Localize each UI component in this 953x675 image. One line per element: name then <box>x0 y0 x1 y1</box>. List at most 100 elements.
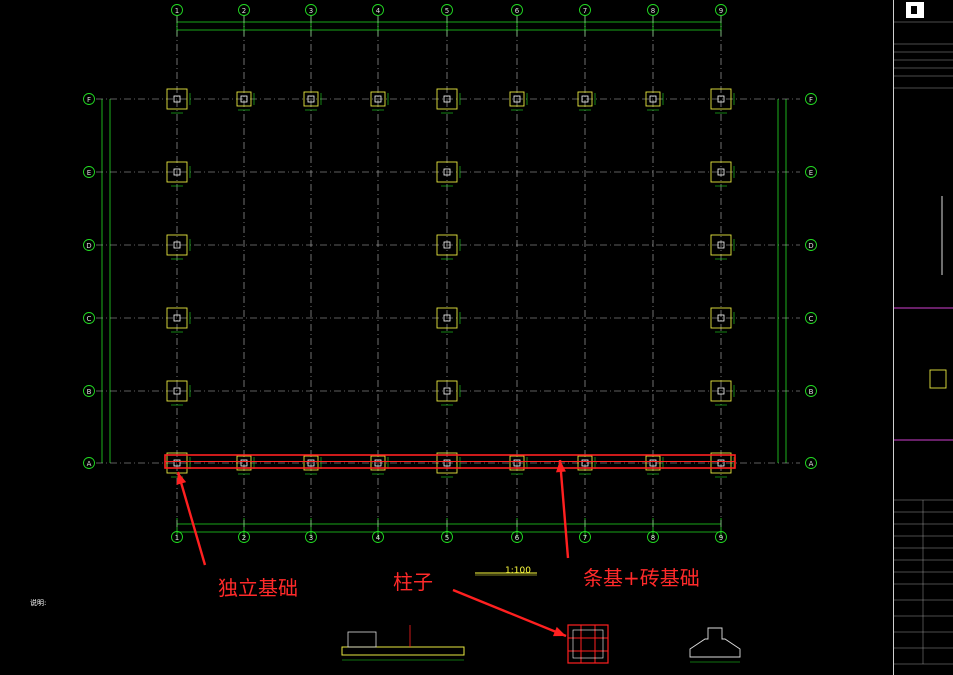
axis-label: 7 <box>583 534 587 542</box>
arrow-shaft <box>452 588 567 638</box>
axis-label: 4 <box>376 7 381 15</box>
column-pier <box>581 459 589 467</box>
column-pier <box>717 168 725 176</box>
axis-bubble-icon <box>83 93 95 105</box>
axis-bubble-icon <box>238 4 250 16</box>
footing-outline <box>166 234 188 256</box>
footing-outline <box>577 91 593 107</box>
axis-label: C <box>809 315 814 323</box>
axis-bubble-icon <box>805 93 817 105</box>
column-pier <box>649 95 657 103</box>
column-pier <box>443 387 451 395</box>
column-pier <box>443 168 451 176</box>
axis-bubble-icon <box>511 531 523 543</box>
axis-bubble-icon <box>305 4 317 16</box>
footing-outline <box>710 161 732 183</box>
arrow-icon <box>176 472 187 485</box>
axis-label: B <box>809 388 814 396</box>
column-pier <box>173 459 181 467</box>
axis-label: 9 <box>719 534 723 542</box>
axis-label: B <box>87 388 92 396</box>
footing-outline <box>236 91 252 107</box>
footing-outline <box>645 91 661 107</box>
column-pier <box>513 95 521 103</box>
column-pier <box>513 459 521 467</box>
column-pier <box>173 95 181 103</box>
footing-outline <box>303 455 319 471</box>
column-pier <box>649 459 657 467</box>
column-pier <box>307 459 315 467</box>
footing-outline <box>436 88 458 110</box>
axis-label: D <box>86 242 91 250</box>
axis-label: 2 <box>242 7 246 15</box>
footing-outline <box>710 380 732 402</box>
notes: 说明: <box>30 598 46 608</box>
title-block-lines <box>893 21 953 665</box>
axis-label: 7 <box>583 7 587 15</box>
footing-outline <box>370 455 386 471</box>
axis-bubble-icon <box>805 457 817 469</box>
axis-bubble-icon <box>805 166 817 178</box>
plan-scale: 1:100 <box>505 566 531 576</box>
axis-bubble-icon <box>83 166 95 178</box>
axis-bubble-icon <box>579 4 591 16</box>
column-pier <box>173 387 181 395</box>
column-pier <box>717 95 725 103</box>
axis-bubble-icon <box>305 531 317 543</box>
axis-label: 9 <box>719 7 723 15</box>
footing-outline <box>710 88 732 110</box>
axis-bubble-icon <box>441 4 453 16</box>
annotation-arrows <box>176 459 570 638</box>
column-pier <box>717 387 725 395</box>
axis-bubble-icon <box>171 4 183 16</box>
column-pier <box>240 95 248 103</box>
footing-outline <box>710 234 732 256</box>
column-pier <box>717 241 725 249</box>
arrow-icon <box>555 460 566 473</box>
column-pier <box>717 459 725 467</box>
axis-label: F <box>87 96 91 104</box>
axis-bubble-icon <box>238 531 250 543</box>
column-stirrup <box>572 629 604 659</box>
axis-label: 4 <box>376 534 381 542</box>
axis-label: 2 <box>242 534 246 542</box>
axis-bubble-icon <box>441 531 453 543</box>
footing-outline <box>645 455 661 471</box>
annotation-isolated-foundation: 独立基础 <box>218 576 298 600</box>
axis-bubble-icon <box>83 312 95 324</box>
arrow-icon <box>553 626 566 637</box>
footing-outline <box>436 452 458 474</box>
axis-bubble-icon <box>83 457 95 469</box>
footing-outline <box>577 455 593 471</box>
axis-bubble-icon <box>647 4 659 16</box>
axis-label: E <box>809 169 813 177</box>
column-pier <box>374 95 382 103</box>
section-details <box>341 572 741 664</box>
arrow-shaft <box>176 471 207 566</box>
axis-bubble-icon <box>511 4 523 16</box>
footing-outline <box>509 91 525 107</box>
column-pier <box>374 459 382 467</box>
column-pier <box>307 95 315 103</box>
footing-outline <box>436 234 458 256</box>
footing-outline <box>236 455 252 471</box>
axis-label: 6 <box>515 534 520 542</box>
footing-outline <box>370 91 386 107</box>
footing-outline <box>166 307 188 329</box>
axis-bubble-icon <box>715 4 727 16</box>
axis-label: A <box>87 460 92 468</box>
company-logo-icon <box>906 2 924 18</box>
detail-thumbnail <box>929 369 947 389</box>
footing-outline <box>166 452 188 474</box>
axis-bubble-icon <box>83 385 95 397</box>
axis-label: 1 <box>175 7 179 15</box>
column-pier <box>173 241 181 249</box>
axis-bubble-icon <box>579 531 591 543</box>
axis-label: 5 <box>445 534 449 542</box>
axis-label: A <box>809 460 814 468</box>
column-pier <box>443 95 451 103</box>
isolated-footing-section <box>689 627 741 658</box>
axis-bubble-icon <box>805 385 817 397</box>
